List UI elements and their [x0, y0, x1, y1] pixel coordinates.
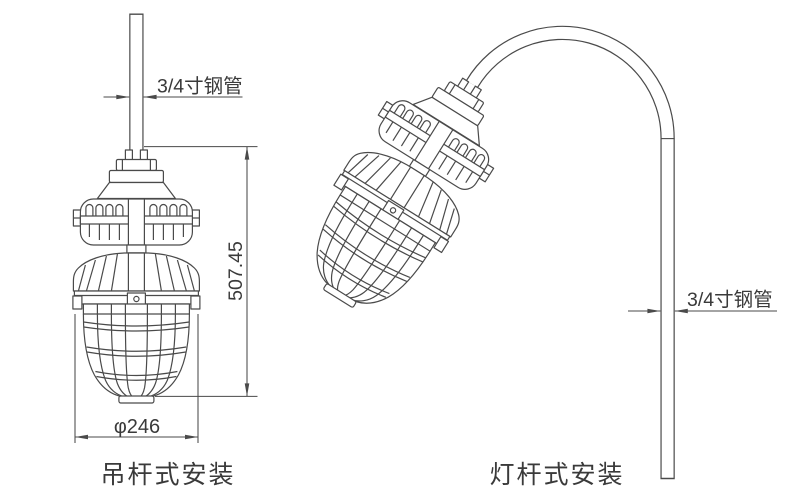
diameter-dimension-label: φ246	[114, 416, 160, 438]
height-dimension	[144, 146, 258, 397]
pipe-dimension-label-left: 3/4寸钢管	[157, 76, 243, 98]
explosion-proof-lamp-front	[72, 149, 201, 404]
pipe-dimension-label-right: 3/4寸钢管	[687, 289, 773, 311]
right-lamp-figure: 3/4寸钢管 灯杆式安装	[283, 25, 777, 489]
height-dimension-label: 507.45	[225, 241, 247, 301]
left-lamp-figure: 3/4寸钢管 507.45 φ246 吊杆式安装	[72, 13, 258, 489]
lamp-pole	[465, 25, 675, 480]
pipe-width-dimension-right	[628, 308, 777, 314]
right-caption: 灯杆式安装	[489, 461, 624, 489]
pipe-width-dimension-left	[103, 94, 243, 100]
diameter-dimension	[74, 314, 199, 443]
explosion-proof-lamp-tilted	[283, 49, 527, 333]
left-caption: 吊杆式安装	[100, 461, 235, 489]
